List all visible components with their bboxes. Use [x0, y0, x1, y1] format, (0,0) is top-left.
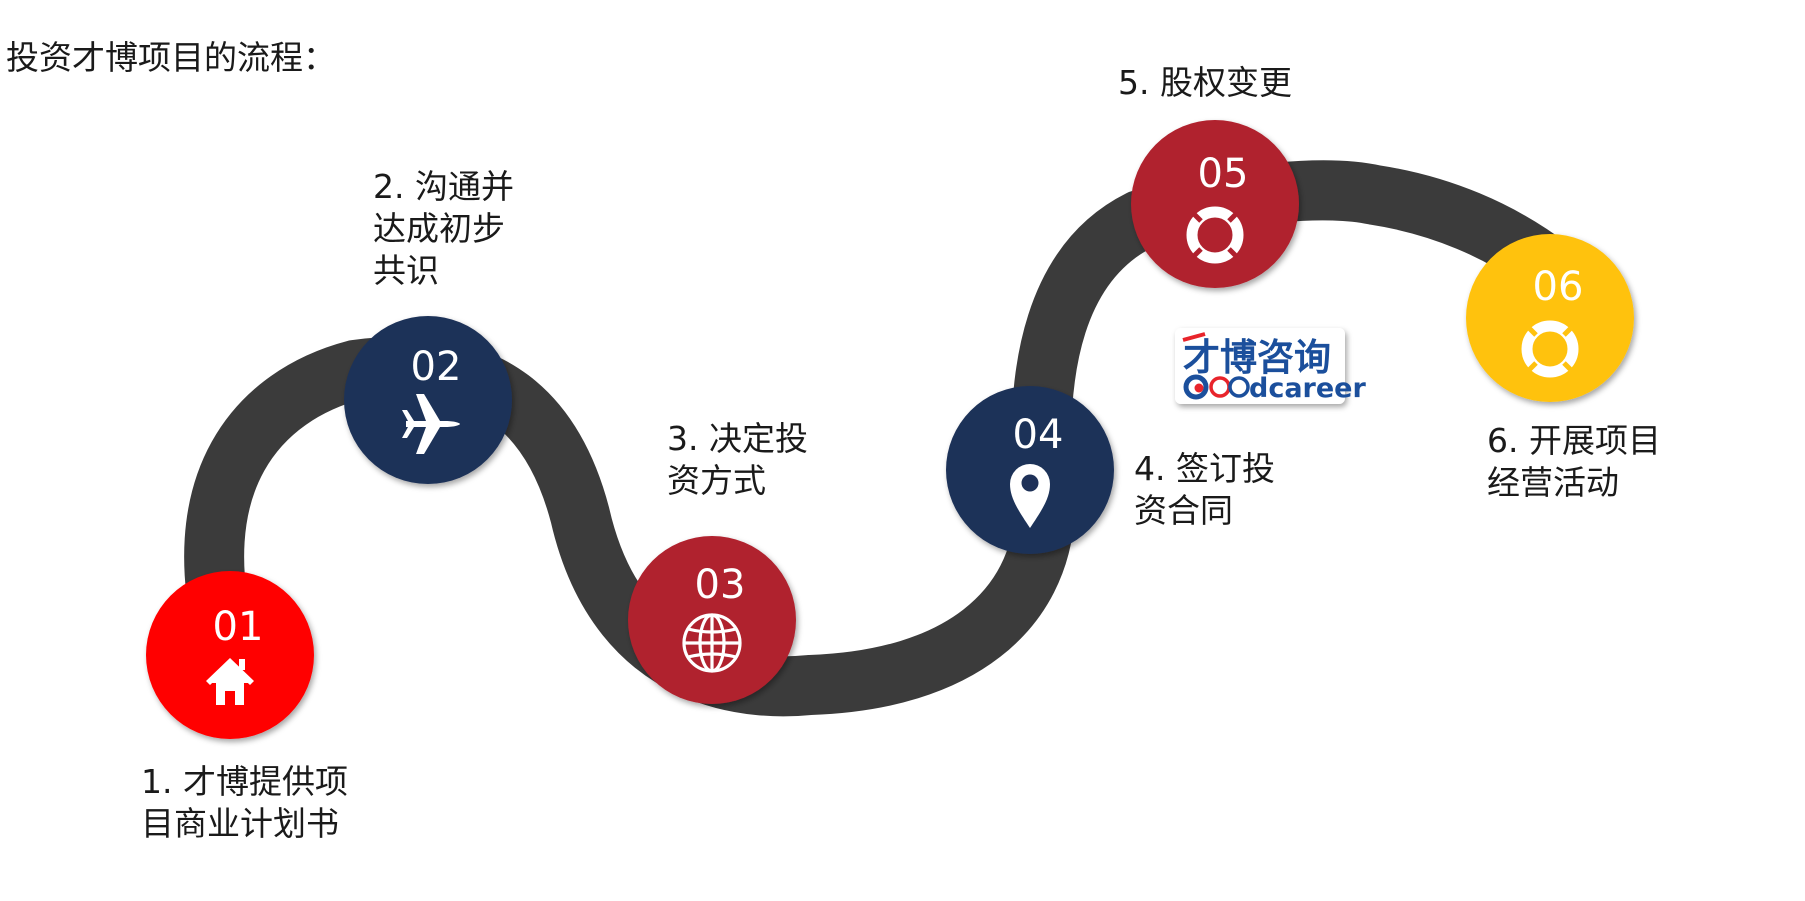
step-04-label: 4. 签订投 资合同 — [1134, 449, 1275, 530]
step-04: 04 — [946, 386, 1114, 554]
step-02-number: 02 — [411, 344, 462, 390]
airplane-icon — [402, 394, 460, 454]
globe-icon — [682, 613, 742, 673]
step-05-circle — [1131, 120, 1299, 288]
logo-text-cn: 才博咨询 — [1183, 336, 1331, 379]
lifebuoy-icon — [1186, 206, 1244, 264]
company-logo: 才博咨询 dcareer — [1175, 328, 1366, 404]
step-06-number: 06 — [1533, 264, 1584, 310]
step-02-circle — [344, 316, 512, 484]
logo-rings-icon — [1209, 376, 1250, 398]
page-title: 投资才博项目的流程： — [6, 38, 336, 77]
step-01-label: 1. 才博提供项 目商业计划书 — [141, 762, 348, 843]
step-03-label: 3. 决定投 资方式 — [667, 419, 808, 500]
step-06-circle — [1466, 234, 1634, 402]
step-03: 03 — [628, 536, 796, 704]
step-03-number: 03 — [695, 562, 746, 608]
step-01-number: 01 — [213, 604, 264, 650]
step-01-circle — [146, 571, 314, 739]
step-01: 01 — [146, 571, 314, 739]
logo-mark-icon — [1183, 374, 1209, 400]
lifebuoy-icon — [1521, 320, 1579, 378]
step-02-label: 2. 沟通并 达成初步 共识 — [373, 167, 514, 290]
step-05-label: 5. 股权变更 — [1118, 63, 1292, 102]
home-icon — [206, 658, 254, 705]
step-02: 02 — [344, 316, 512, 484]
step-06-label: 6. 开展项目 经营活动 — [1487, 421, 1661, 502]
logo-text-en: dcareer — [1249, 373, 1366, 404]
map-pin-icon — [1010, 464, 1050, 528]
step-05-number: 05 — [1198, 151, 1249, 197]
step-06: 06 — [1466, 234, 1634, 402]
step-05: 05 — [1131, 120, 1299, 288]
step-04-number: 04 — [1013, 412, 1064, 458]
